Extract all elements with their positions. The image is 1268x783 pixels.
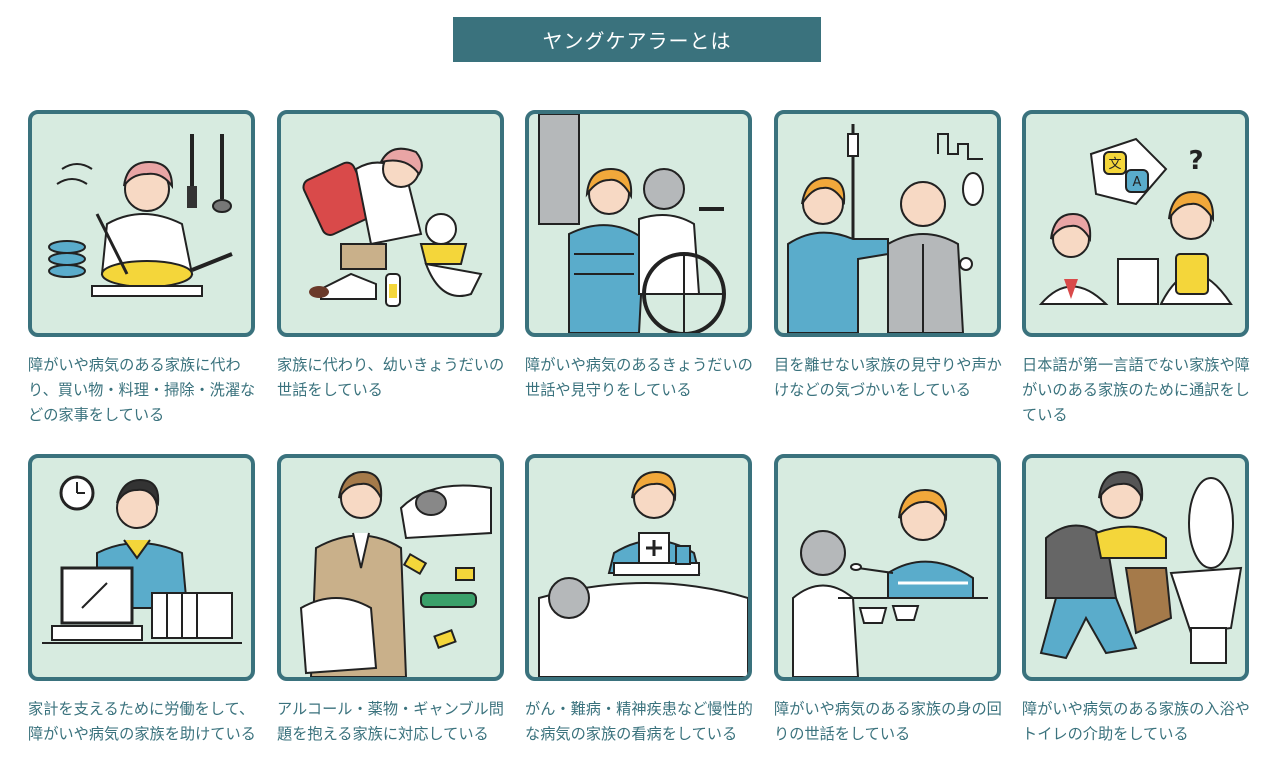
- card-caption: 障がいや病気のある家族の身の回りの世話をしている: [774, 700, 1002, 743]
- card-working: 家計を支えるために労働をして、障がいや病気の家族を助けている: [28, 454, 269, 747]
- working-illustration: [42, 475, 242, 644]
- card-caption: 家計を支えるために労働をして、障がいや病気の家族を助けている: [28, 700, 256, 743]
- card-toilet-assist: 障がいや病気のある家族の入浴やトイレの介助をしている: [1022, 454, 1263, 747]
- card-caption: 家族に代わり、幼いきょうだいの世話をしている: [277, 356, 505, 399]
- cooking-illustration: [48, 134, 233, 297]
- card-caption: がん・難病・精神疾患など慢性的な病気の家族の看病をしている: [525, 700, 753, 743]
- card-sibling-care: 家族に代わり、幼いきょうだいの世話をしている: [277, 110, 518, 403]
- card-housework: 障がいや病気のある家族に代わり、買い物・料理・掃除・洗濯などの家事をしている: [28, 110, 269, 428]
- feeding-illustration: [792, 488, 988, 677]
- card-image-frame: [28, 454, 255, 681]
- sibling-care-illustration: [302, 147, 483, 307]
- toilet-assist-illustration: [1039, 470, 1243, 664]
- card-caption: 障がいや病気のあるきょうだいの世話や見守りをしている: [525, 356, 753, 399]
- card-image-frame: [28, 110, 255, 337]
- card-image-frame: [1022, 454, 1249, 681]
- nursing-illustration: [538, 470, 748, 677]
- card-image-frame: [774, 454, 1001, 681]
- card-addiction: アルコール・薬物・ギャンブル問題を抱える家族に対応している: [277, 454, 518, 747]
- card-image-frame: 文 A ?: [1022, 110, 1249, 337]
- card-caption: 障がいや病気のある家族の入浴やトイレの介助をしている: [1022, 700, 1250, 743]
- card-interpreting: 文 A ? 日本語が第一言語でない家族や障がいのある家族のために通訳をしている: [1022, 110, 1263, 428]
- illustration-label: ?: [1188, 146, 1203, 176]
- card-caption: 目を離せない家族の見守りや声かけなどの気づかいをしている: [774, 356, 1002, 399]
- card-personal-care: 障がいや病気のある家族の身の回りの世話をしている: [774, 454, 1015, 747]
- card-image-frame: [525, 110, 752, 337]
- addiction-care-illustration: [299, 470, 492, 677]
- card-image-frame: [774, 110, 1001, 337]
- card-caption: 障がいや病気のある家族に代わり、買い物・料理・掃除・洗濯などの家事をしている: [28, 356, 256, 424]
- wheelchair-care-illustration: [538, 114, 726, 333]
- illustration-label: 文: [1108, 157, 1121, 172]
- card-image-frame: [525, 454, 752, 681]
- card-caption: アルコール・薬物・ギャンブル問題を抱える家族に対応している: [277, 700, 504, 743]
- card-sibling-watch: 障がいや病気のあるきょうだいの世話や見守りをしている: [525, 110, 766, 403]
- card-image-frame: [277, 454, 504, 681]
- elder-watch-illustration: [787, 124, 984, 333]
- illustration-label: A: [1133, 175, 1142, 190]
- interpreting-illustration: 文 A ?: [1038, 137, 1233, 305]
- card-caption: 日本語が第一言語でない家族や障がいのある家族のために通訳をしている: [1022, 356, 1250, 424]
- card-image-frame: [277, 110, 504, 337]
- card-nursing: がん・難病・精神疾患など慢性的な病気の家族の看病をしている: [525, 454, 766, 747]
- page-title: ヤングケアラーとは: [453, 17, 821, 62]
- card-family-watch: 目を離せない家族の見守りや声かけなどの気づかいをしている: [774, 110, 1015, 403]
